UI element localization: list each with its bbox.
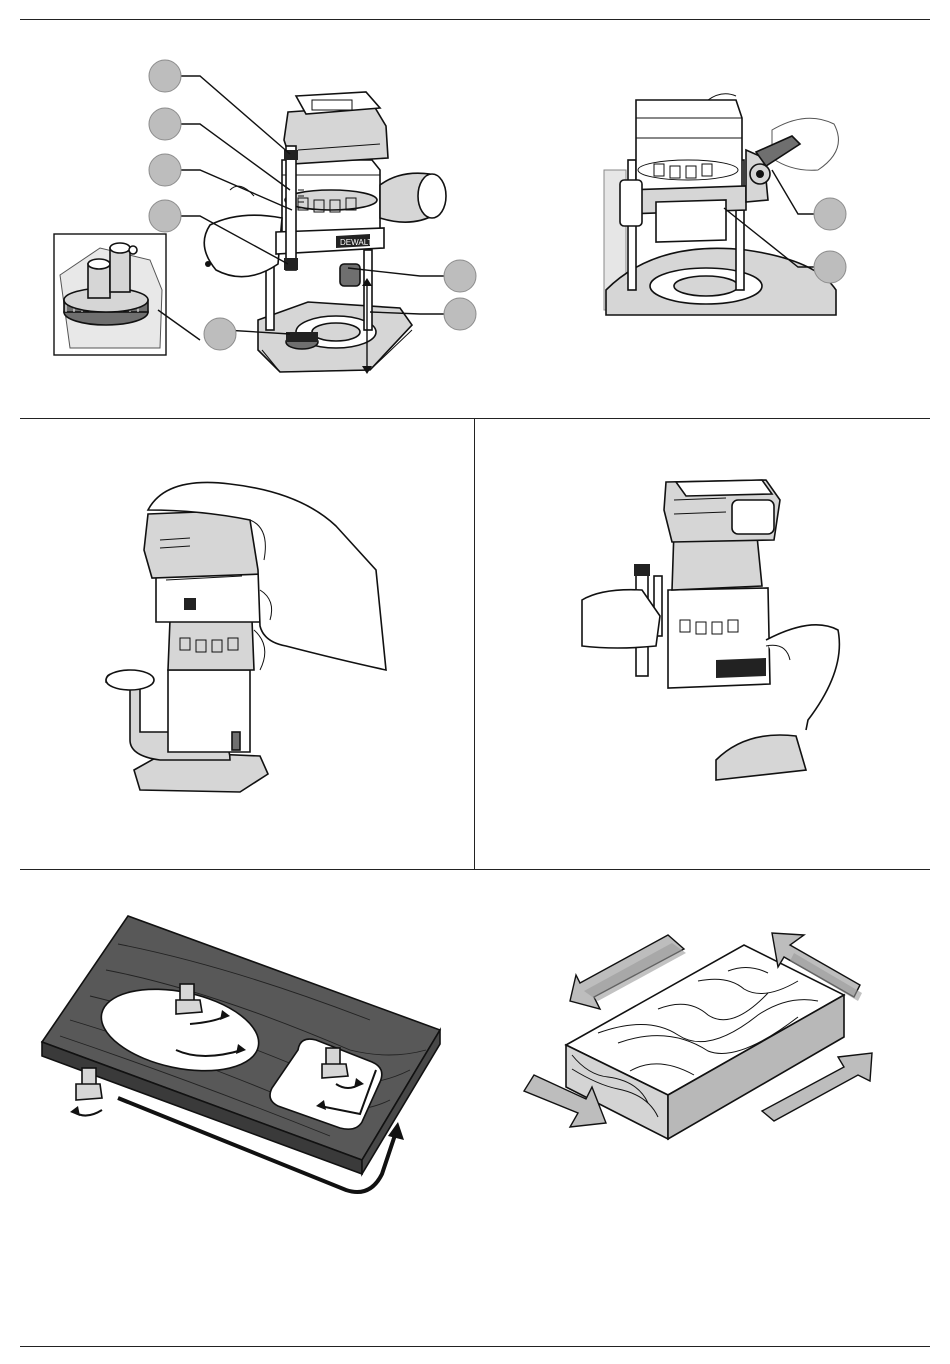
router-illustration: DEWALT <box>204 92 446 374</box>
section-rule-2 <box>20 869 930 870</box>
fixed-base-illustration <box>106 482 386 792</box>
callout-marker-a <box>814 198 846 230</box>
callout-marker-4 <box>149 200 181 232</box>
column-divider <box>474 419 475 870</box>
callout-marker-3 <box>149 154 181 186</box>
figure-router-feed-direction-board <box>30 900 460 1210</box>
bottom-rule <box>20 1346 930 1347</box>
callout-marker-2 <box>149 108 181 140</box>
callout-markers-2 <box>814 198 846 283</box>
callout-marker-b <box>814 251 846 283</box>
section-rule-1 <box>20 418 930 419</box>
board-illustration <box>42 916 440 1192</box>
plunge-base-illustration <box>582 480 839 780</box>
figure-router-grip-plunge <box>576 470 846 800</box>
figure-router-grip-fixed-base <box>100 470 400 800</box>
brand-plate: DEWALT <box>340 238 373 247</box>
callout-marker-1 <box>149 60 181 92</box>
callout-marker-5 <box>444 260 476 292</box>
top-rule <box>20 19 930 20</box>
callout-marker-6 <box>444 298 476 330</box>
inset-detail <box>54 234 200 355</box>
callout-marker-7 <box>204 318 236 350</box>
figure-router-feed-direction-arrows <box>508 905 898 1145</box>
figure-router-depth-adjust: DEWALT <box>40 50 490 390</box>
base-lock-illustration <box>604 94 838 315</box>
figure-router-base-lock <box>596 90 866 320</box>
